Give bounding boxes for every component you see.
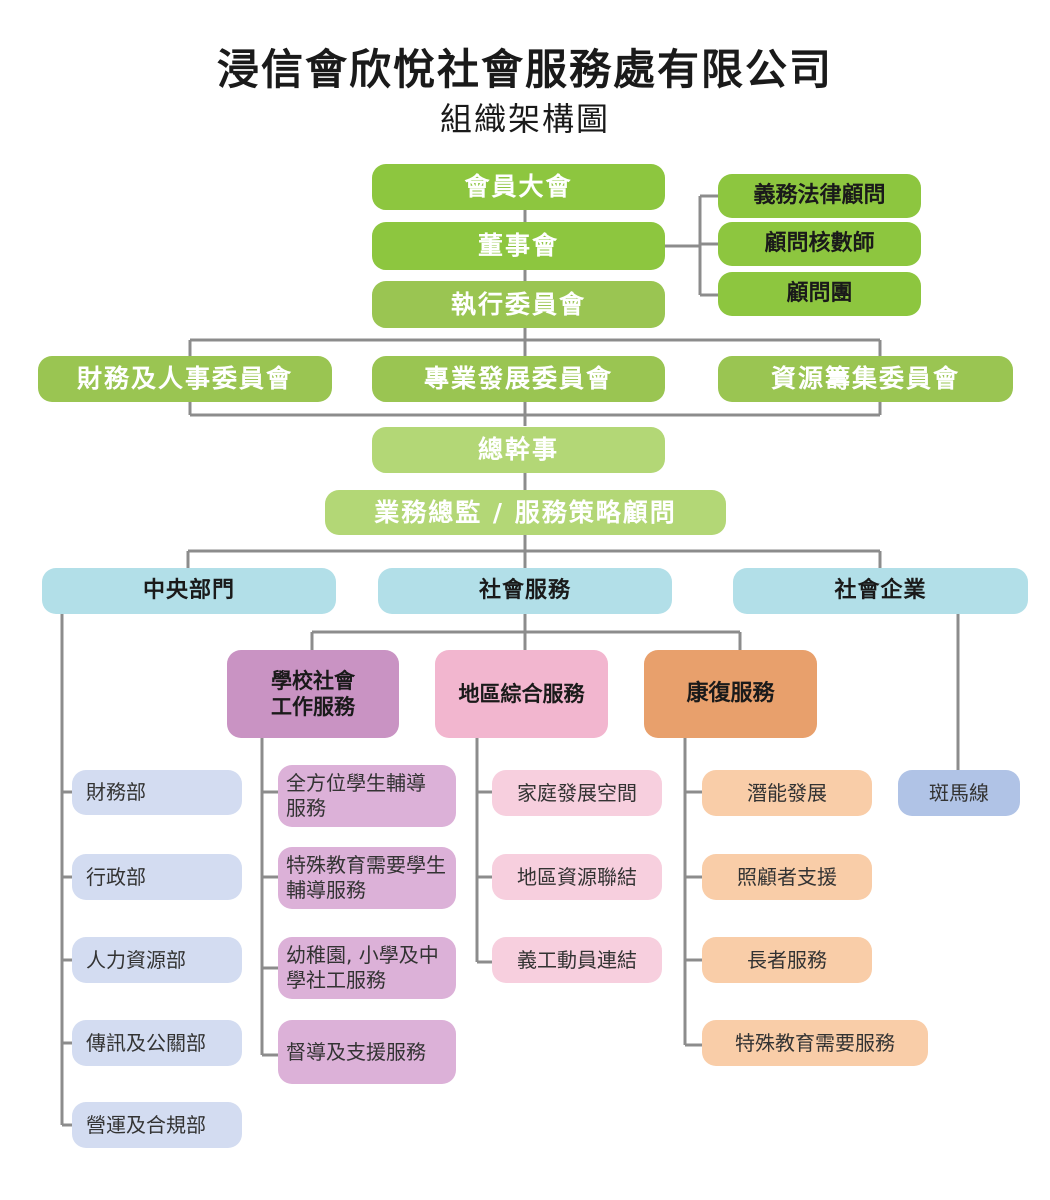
dept-hr: 人力資源部 xyxy=(72,937,242,983)
dept-finance: 財務部 xyxy=(72,770,242,815)
org-title: 浸信會欣悅社會服務處有限公司 xyxy=(216,45,833,94)
central-division: 中央部門 xyxy=(42,568,336,614)
executive-committee-box: 執行委員會 xyxy=(372,281,665,328)
org-subtitle: 組織架構圖 xyxy=(439,100,610,138)
rehab-service-sen: 特殊教育需要服務 xyxy=(702,1020,928,1066)
resource-raising-committee: 資源籌集委員會 xyxy=(718,356,1013,402)
rehabilitation-unit: 康復服務 xyxy=(644,650,817,738)
advisor-panel: 顧問團 xyxy=(718,272,921,316)
community-service-family-space: 家庭發展空間 xyxy=(492,770,662,816)
community-service-volunteer: 義工動員連結 xyxy=(492,937,662,983)
social-enterprise-division: 社會企業 xyxy=(733,568,1028,614)
board-box: 董事會 xyxy=(372,222,665,270)
dept-comms-pr: 傳訊及公關部 xyxy=(72,1020,242,1066)
rehab-service-carer-support: 照顧者支援 xyxy=(702,854,872,900)
school-service-supervision-support: 督導及支援服務 xyxy=(278,1020,456,1084)
school-service-school-social-work: 幼稚園, 小學及中學社工服務 xyxy=(278,937,456,999)
community-service-resource-link: 地區資源聯結 xyxy=(492,854,662,900)
school-social-work-unit: 學校社會工作服務 xyxy=(227,650,399,738)
service-director-box: 業務總監 / 服務策略顧問 xyxy=(325,490,726,535)
general-meeting-box: 會員大會 xyxy=(372,164,665,210)
school-service-all-round: 全方位學生輔導服務 xyxy=(278,765,456,827)
social-services-division: 社會服務 xyxy=(378,568,672,614)
enterprise-zebra-crossing: 斑馬線 xyxy=(898,770,1020,816)
finance-hr-committee: 財務及人事委員會 xyxy=(38,356,332,402)
dept-admin: 行政部 xyxy=(72,854,242,900)
professional-development-committee: 專業發展委員會 xyxy=(372,356,665,402)
rehab-service-potential-development: 潛能發展 xyxy=(702,770,872,816)
dept-operations-compliance: 營運及合規部 xyxy=(72,1102,242,1148)
advisor-auditor: 顧問核數師 xyxy=(718,222,921,266)
school-service-sen-students: 特殊教育需要學生輔導服務 xyxy=(278,847,456,909)
general-secretary-box: 總幹事 xyxy=(372,427,665,473)
advisor-legal: 義務法律顧問 xyxy=(718,174,921,218)
community-services-unit: 地區綜合服務 xyxy=(435,650,608,738)
rehab-service-elderly: 長者服務 xyxy=(702,937,872,983)
